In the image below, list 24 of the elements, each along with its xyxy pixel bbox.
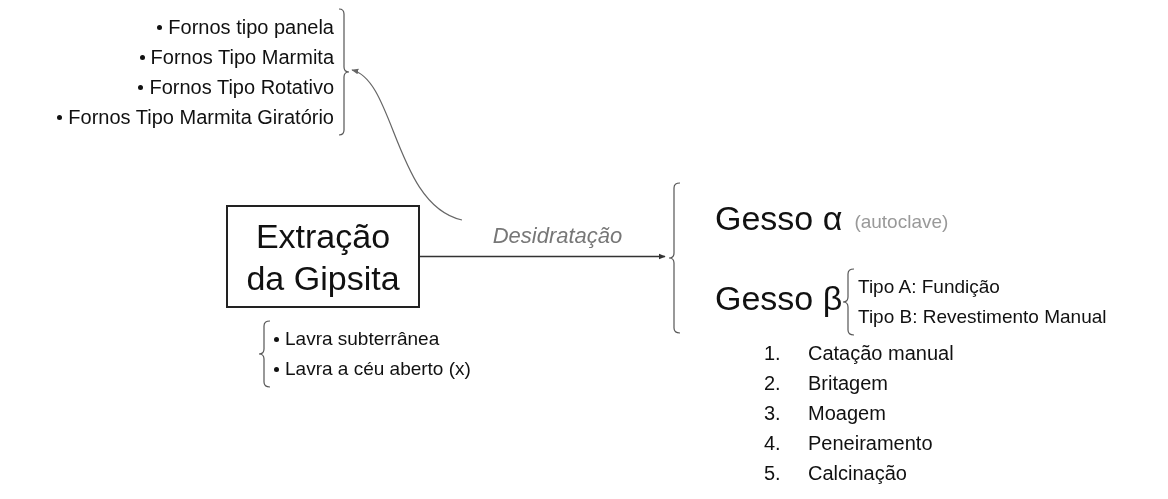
step-number: 4. — [764, 431, 782, 456]
product-label: Gesso α — [715, 197, 843, 239]
note-text: (autoclave) — [854, 209, 949, 234]
list-item: Tipo B: Revestimento Manual — [858, 305, 1107, 329]
step-number: 2. — [764, 371, 782, 396]
list-item: Lavra a céu aberto (x) — [285, 357, 471, 381]
step-text: Britagem — [808, 371, 890, 396]
list-item: Fornos Tipo Marmita Giratório — [68, 105, 334, 130]
step-number: 5. — [764, 461, 782, 486]
list-item: Lavra subterrânea — [285, 327, 440, 351]
arrow — [419, 253, 666, 260]
list-item: Tipo A: Fundição — [858, 275, 1000, 299]
list-item: Fornos Tipo Rotativo — [149, 75, 334, 100]
product-label: Gesso β — [715, 277, 843, 319]
step-text: Catação manual — [808, 341, 954, 366]
step-number: 3. — [764, 401, 782, 426]
process-box: Extração da Gipsita — [226, 205, 420, 308]
step-number: 1. — [764, 341, 782, 366]
list-item: Fornos tipo panela — [168, 15, 334, 40]
arrow — [351, 69, 463, 221]
step-text: Moagem — [808, 401, 887, 426]
step-text: Peneiramento — [808, 431, 934, 456]
list-item: Fornos Tipo Marmita — [150, 45, 334, 70]
step-text: Calcinação — [808, 461, 908, 486]
